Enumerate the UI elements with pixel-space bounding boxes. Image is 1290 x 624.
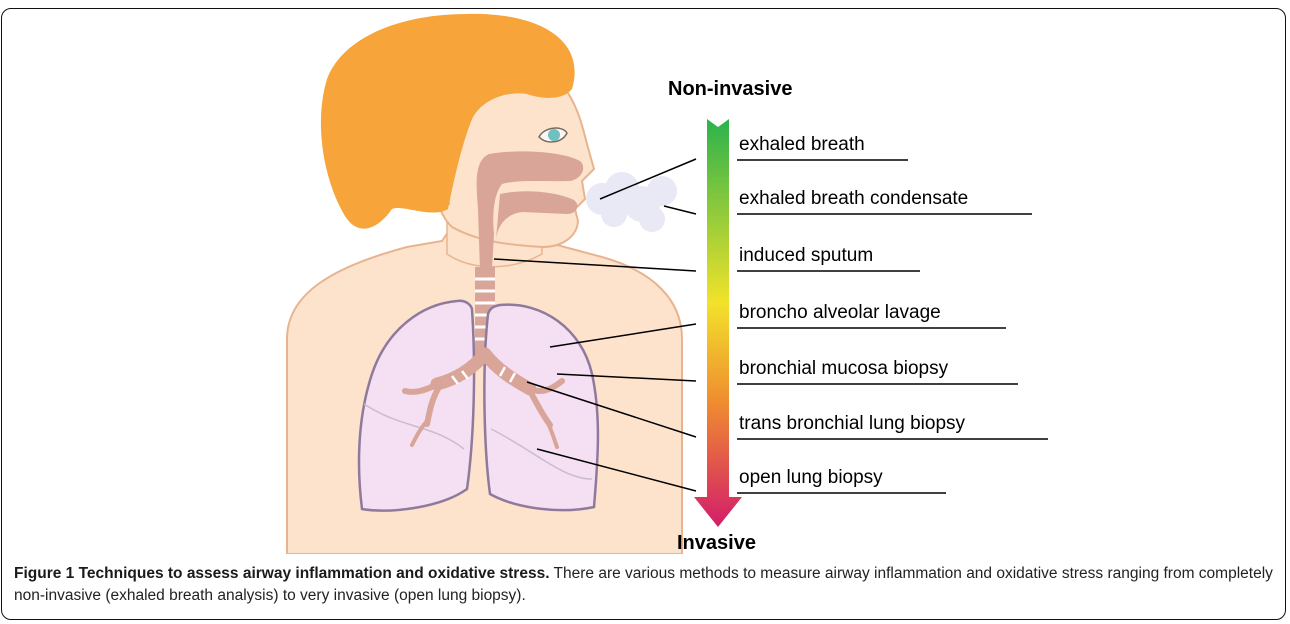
method-exhaled-breath-condensate: exhaled breath condensate	[739, 188, 968, 210]
method-broncho-alveolar-lavage: broncho alveolar lavage	[739, 302, 941, 324]
invasiveness-scale-arrow	[694, 119, 742, 527]
method-exhaled-breath: exhaled breath	[739, 134, 865, 156]
iris	[548, 129, 560, 141]
figure-frame: Non-invasive Invasive exhaled breath exh…	[1, 8, 1286, 620]
figure-caption: Figure 1 Techniques to assess airway inf…	[14, 563, 1276, 607]
method-induced-sputum: induced sputum	[739, 245, 873, 267]
breath-cloud	[586, 172, 677, 232]
anatomy-diagram	[2, 9, 1286, 554]
method-open-lung-biopsy: open lung biopsy	[739, 467, 883, 489]
method-bronchial-mucosa-biopsy: bronchial mucosa biopsy	[739, 358, 948, 380]
caption-title: Figure 1 Techniques to assess airway inf…	[14, 565, 550, 582]
scale-bottom-label: Invasive	[677, 532, 756, 555]
scale-top-label: Non-invasive	[668, 78, 792, 101]
method-trans-bronchial-lung-biopsy: trans bronchial lung biopsy	[739, 413, 965, 435]
